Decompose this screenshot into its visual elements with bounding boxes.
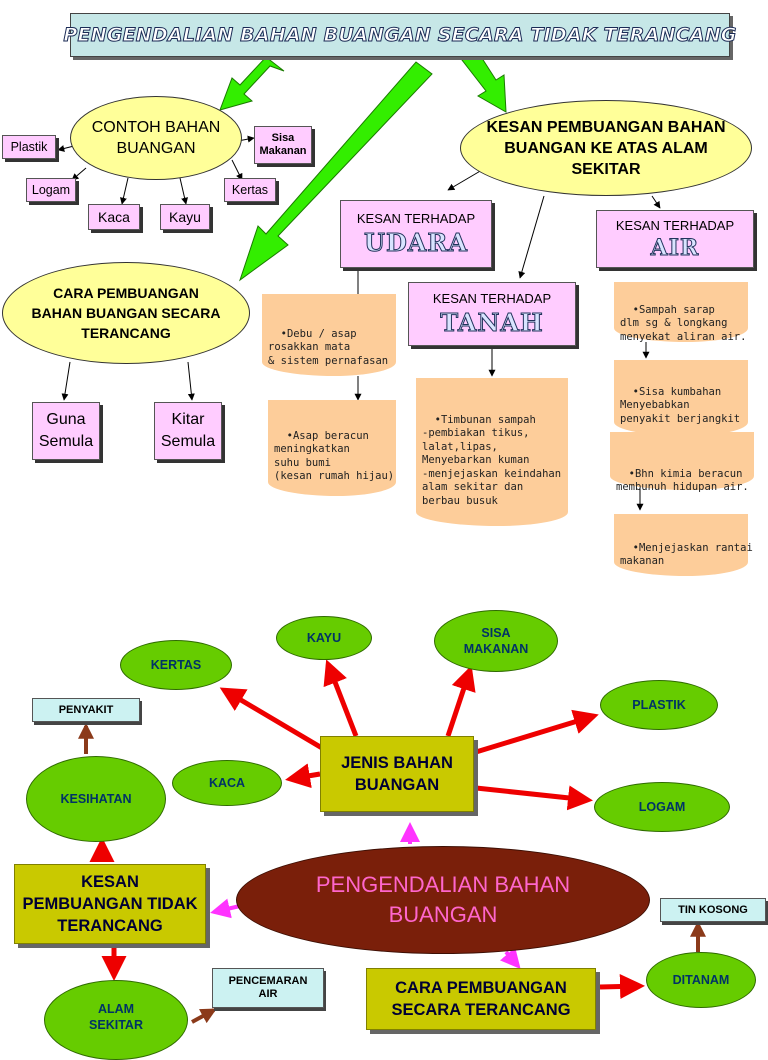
item-kayu: Kayu [160, 204, 210, 230]
item-logam: Logam [26, 178, 76, 202]
item-kertas: Kertas [224, 178, 276, 202]
kesan-udara-word: UDARA [364, 228, 468, 258]
node-kaca: KACA [172, 760, 282, 806]
tin-kosong-box: TIN KOSONG [660, 898, 766, 922]
kesan-air-prefix: KESAN TERHADAP [615, 217, 735, 233]
node-kayu: KAYU [276, 616, 372, 660]
node-plastik: PLASTIK [600, 680, 718, 730]
node-sisa-makanan: SISA MAKANAN [434, 610, 558, 672]
cara-pembuangan-ellipse: CARA PEMBUANGAN BAHAN BUANGAN SECARA TER… [2, 262, 250, 364]
node-kesihatan: KESIHATAN [26, 756, 166, 842]
udara-note-1: •Debu / asap rosakkan mata & sistem pern… [262, 294, 396, 376]
penyakit-box: PENYAKIT [32, 698, 140, 722]
air-note-1: •Sampah sarap dlm sg & longkang menyekat… [614, 282, 748, 343]
kesan-tanah-box: KESAN TERHADAP TANAH [408, 282, 576, 346]
item-plastik: Plastik [2, 135, 56, 159]
green-arrow-diagonal [239, 61, 433, 282]
kesan-air-word: AIR [650, 234, 700, 261]
title-banner: PENGENDALIAN BAHAN BUANGAN SECARA TIDAK … [63, 13, 737, 57]
item-kitar-semula: Kitar Semula [154, 402, 222, 460]
node-logam: LOGAM [594, 782, 730, 832]
kesan-air-box: KESAN TERHADAP AIR [596, 210, 754, 268]
contoh-bahan-label: CONTOH BAHAN BUANGAN [91, 119, 221, 157]
kesan-udara-prefix: KESAN TERHADAP [356, 211, 476, 226]
contoh-bahan-ellipse: CONTOH BAHAN BUANGAN [70, 96, 242, 180]
air-note-3: •Bhn kimia beracun membunuh hidupan air. [610, 432, 754, 493]
pengendalian-center-label: PENGENDALIAN BAHAN BUANGAN [315, 872, 571, 927]
kesan-udara-box: KESAN TERHADAP UDARA [340, 200, 492, 268]
title-text: PENGENDALIAN BAHAN BUANGAN SECARA TIDAK … [63, 24, 737, 47]
item-kaca: Kaca [88, 204, 140, 230]
cara-pembuangan-label: CARA PEMBUANGAN BAHAN BUANGAN SECARA TER… [31, 285, 221, 341]
tanah-note-1: •Timbunan sampah -pembiakan tikus, lalat… [416, 378, 568, 526]
green-arrow-left [219, 56, 285, 111]
node-ditanam: DITANAM [646, 952, 756, 1008]
node-alam-sekitar: ALAM SEKITAR [44, 980, 188, 1060]
kesan-tanah-word: TANAH [440, 308, 544, 338]
cara-terancang-box: CARA PEMBUANGAN SECARA TERANCANG [366, 968, 596, 1030]
node-kertas: KERTAS [120, 640, 232, 690]
kesan-pembuangan-label: KESAN PEMBUANGAN BAHAN BUANGAN KE ATAS A… [486, 118, 726, 178]
air-note-2: •Sisa kumbahan Menyebabkan penyakit berj… [614, 360, 748, 436]
kesan-pembuangan-ellipse: KESAN PEMBUANGAN BAHAN BUANGAN KE ATAS A… [460, 100, 752, 196]
item-guna-semula: Guna Semula [32, 402, 100, 460]
pencemaran-air-box: PENCEMARAN AIR [212, 968, 324, 1008]
green-arrow-right [461, 51, 507, 113]
kesan-tidak-terancang-box: KESAN PEMBUANGAN TIDAK TERANCANG [14, 864, 206, 944]
kesan-tanah-prefix: KESAN TERHADAP [432, 291, 552, 306]
air-note-4: •Menjejaskan rantai makanan [614, 514, 753, 576]
item-sisa-makanan: Sisa Makanan [254, 126, 312, 164]
jenis-bahan-box: JENIS BAHAN BUANGAN [320, 736, 474, 812]
pengendalian-center-ellipse: PENGENDALIAN BAHAN BUANGAN [236, 846, 650, 954]
connector-layer [57, 51, 720, 1024]
udara-note-2: •Asap beracun meningkatkan suhu bumi (ke… [268, 400, 396, 496]
